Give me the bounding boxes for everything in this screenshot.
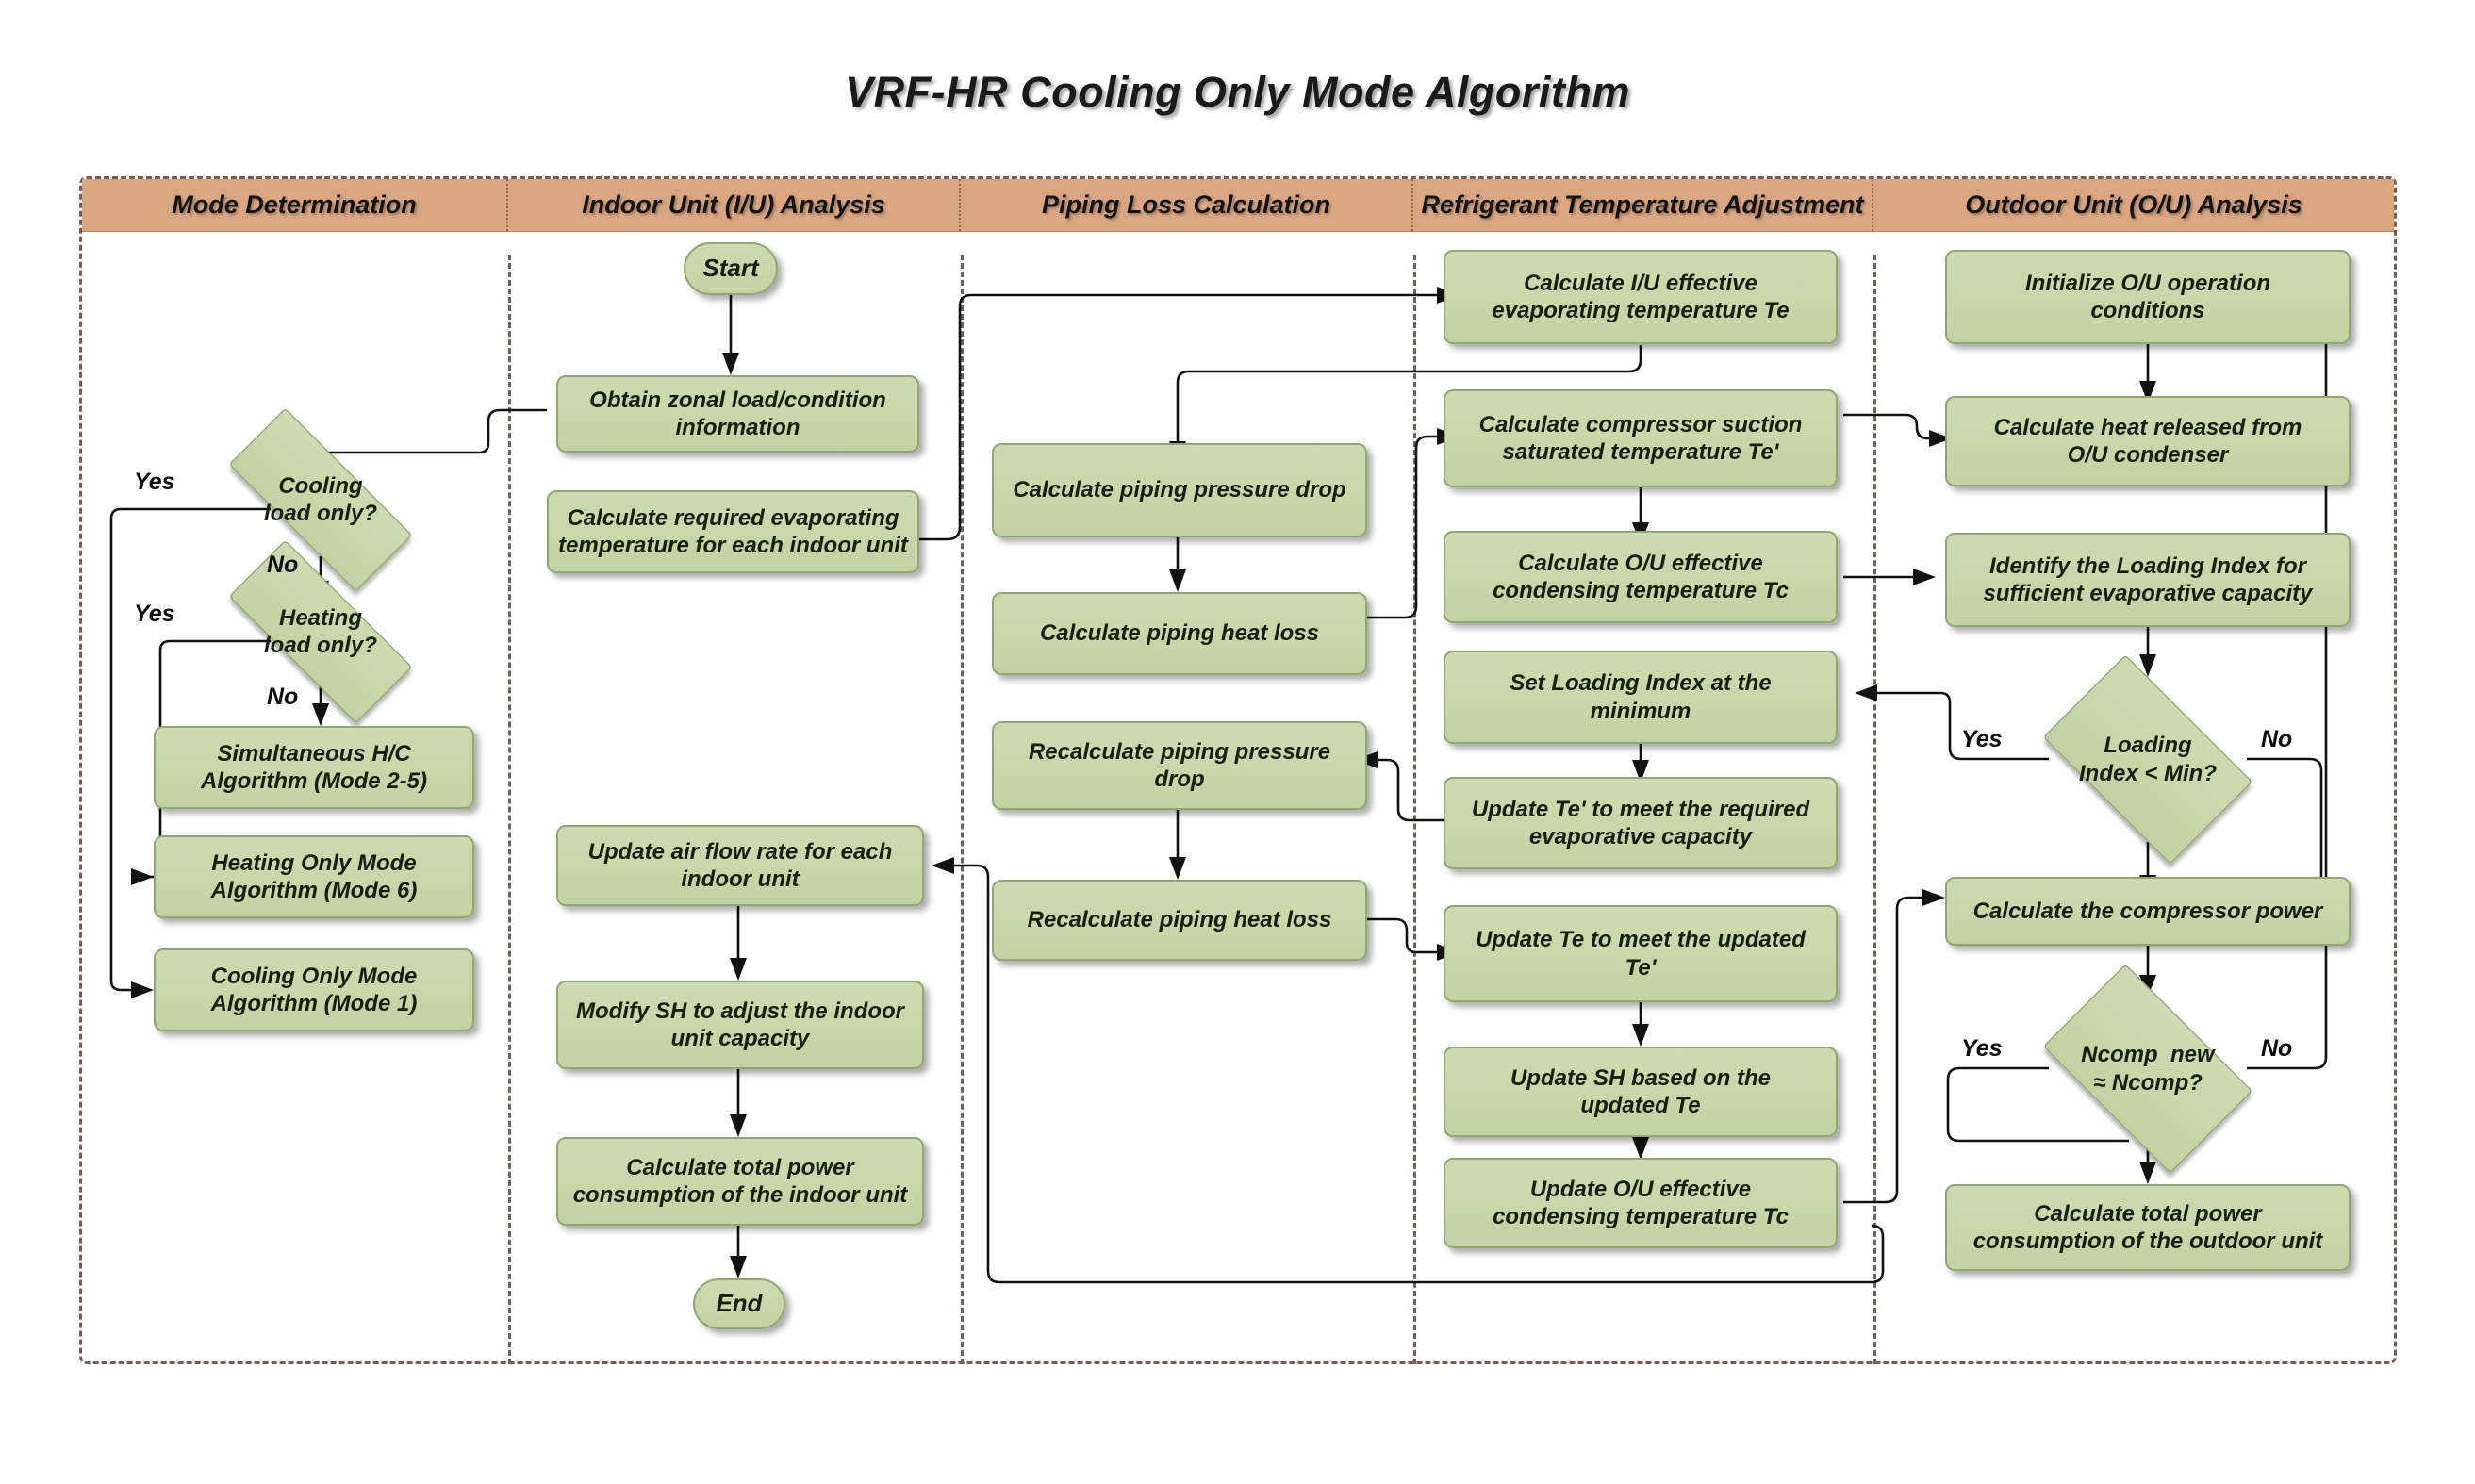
node-update-te[interactable]: Update Te to meet the updated Te' — [1444, 905, 1838, 1002]
lane-header-refrigerant: Refrigerant Temperature Adjustment — [1413, 179, 1873, 231]
node-calculate-outdoor-unit-power[interactable]: Calculate total power consumption of the… — [1945, 1184, 2351, 1271]
node-end[interactable]: End — [693, 1278, 785, 1329]
swimlane-frame: Mode Determination Indoor Unit (I/U) Ana… — [79, 176, 2397, 1364]
node-calculate-piping-pressure-drop[interactable]: Calculate piping pressure drop — [992, 443, 1367, 537]
decision-cooling-load-only[interactable]: Cooling load only? — [193, 407, 448, 592]
lane-divider-3 — [1413, 255, 1416, 1364]
node-calculate-indoor-unit-power[interactable]: Calculate total power consumption of the… — [556, 1137, 924, 1226]
lane-divider-1 — [508, 255, 511, 1364]
edge-label-loading-yes: Yes — [1961, 726, 2003, 752]
edge-label-heating-no: No — [267, 684, 299, 710]
edge-label-ncomp-yes: Yes — [1961, 1035, 2003, 1062]
decision-heating-label: Heating load only? — [263, 604, 377, 658]
page-title: VRF-HR Cooling Only Mode Algorithm — [845, 68, 1630, 116]
decision-loading-label: Loading Index < Min? — [2078, 733, 2217, 786]
node-update-ou-effective-condensing-temp[interactable]: Update O/U effective condensing temperat… — [1444, 1158, 1838, 1248]
node-initialize-ou-operation[interactable]: Initialize O/U operation conditions — [1945, 250, 2351, 344]
node-cooling-only-algorithm[interactable]: Cooling Only Mode Algorithm (Mode 1) — [154, 948, 474, 1031]
lane-header-band: Mode Determination Indoor Unit (I/U) Ana… — [82, 179, 2394, 232]
node-set-loading-index-minimum[interactable]: Set Loading Index at the minimum — [1444, 651, 1838, 744]
node-calculate-compressor-power[interactable]: Calculate the compressor power — [1945, 877, 2351, 946]
decision-ncomp-label: Ncomp_new ≈ Ncomp? — [2081, 1042, 2215, 1096]
node-identify-loading-index[interactable]: Identify the Loading Index for sufficien… — [1945, 533, 2351, 627]
lane-divider-4 — [1873, 255, 1876, 1364]
node-modify-sh[interactable]: Modify SH to adjust the indoor unit capa… — [556, 981, 924, 1069]
lane-divider-2 — [961, 255, 964, 1364]
node-recalculate-piping-heat-loss[interactable]: Recalculate piping heat loss — [992, 880, 1367, 961]
node-calculate-piping-heat-loss[interactable]: Calculate piping heat loss — [992, 592, 1367, 675]
lane-header-mode: Mode Determination — [82, 179, 508, 231]
node-calculate-ou-effective-condensing-temp[interactable]: Calculate O/U effective condensing tempe… — [1444, 531, 1838, 623]
node-update-sh[interactable]: Update SH based on the updated Te — [1444, 1047, 1838, 1137]
edge-label-loading-no: No — [2261, 726, 2293, 752]
decision-ncomp[interactable]: Ncomp_new ≈ Ncomp? — [2021, 964, 2275, 1174]
lane-header-piping: Piping Loss Calculation — [961, 179, 1413, 231]
node-heating-only-algorithm[interactable]: Heating Only Mode Algorithm (Mode 6) — [154, 835, 474, 918]
edge-label-heating-yes: Yes — [134, 601, 175, 627]
node-start[interactable]: Start — [684, 242, 778, 295]
node-calculate-compressor-suction-temp[interactable]: Calculate compressor suction saturated t… — [1444, 389, 1838, 487]
node-calculate-heat-released[interactable]: Calculate heat released from O/U condens… — [1945, 396, 2351, 486]
node-calculate-required-evaporating-temp[interactable]: Calculate required evaporating temperatu… — [547, 490, 919, 573]
edge-label-ncomp-no: No — [2261, 1035, 2293, 1062]
node-update-te-prime[interactable]: Update Te' to meet the required evaporat… — [1444, 777, 1838, 869]
decision-loading-index-min[interactable]: Loading Index < Min? — [2021, 654, 2275, 865]
node-recalculate-piping-pressure-drop[interactable]: Recalculate piping pressure drop — [992, 721, 1367, 810]
edge-label-cooling-yes: Yes — [134, 469, 175, 495]
node-calculate-iu-effective-evaporating-temp[interactable]: Calculate I/U effective evaporating temp… — [1444, 250, 1838, 344]
edge-label-cooling-no: No — [267, 552, 299, 578]
node-update-air-flow-rate[interactable]: Update air flow rate for each indoor uni… — [556, 825, 924, 906]
lane-header-indoor: Indoor Unit (I/U) Analysis — [508, 179, 961, 231]
decision-cooling-label: Cooling load only? — [263, 472, 377, 526]
decision-heating-load-only[interactable]: Heating load only? — [193, 539, 448, 724]
node-simultaneous-hc-algorithm[interactable]: Simultaneous H/C Algorithm (Mode 2-5) — [154, 726, 474, 809]
lane-header-outdoor: Outdoor Unit (O/U) Analysis — [1965, 190, 2302, 219]
node-obtain-zonal-load[interactable]: Obtain zonal load/condition information — [556, 375, 919, 453]
